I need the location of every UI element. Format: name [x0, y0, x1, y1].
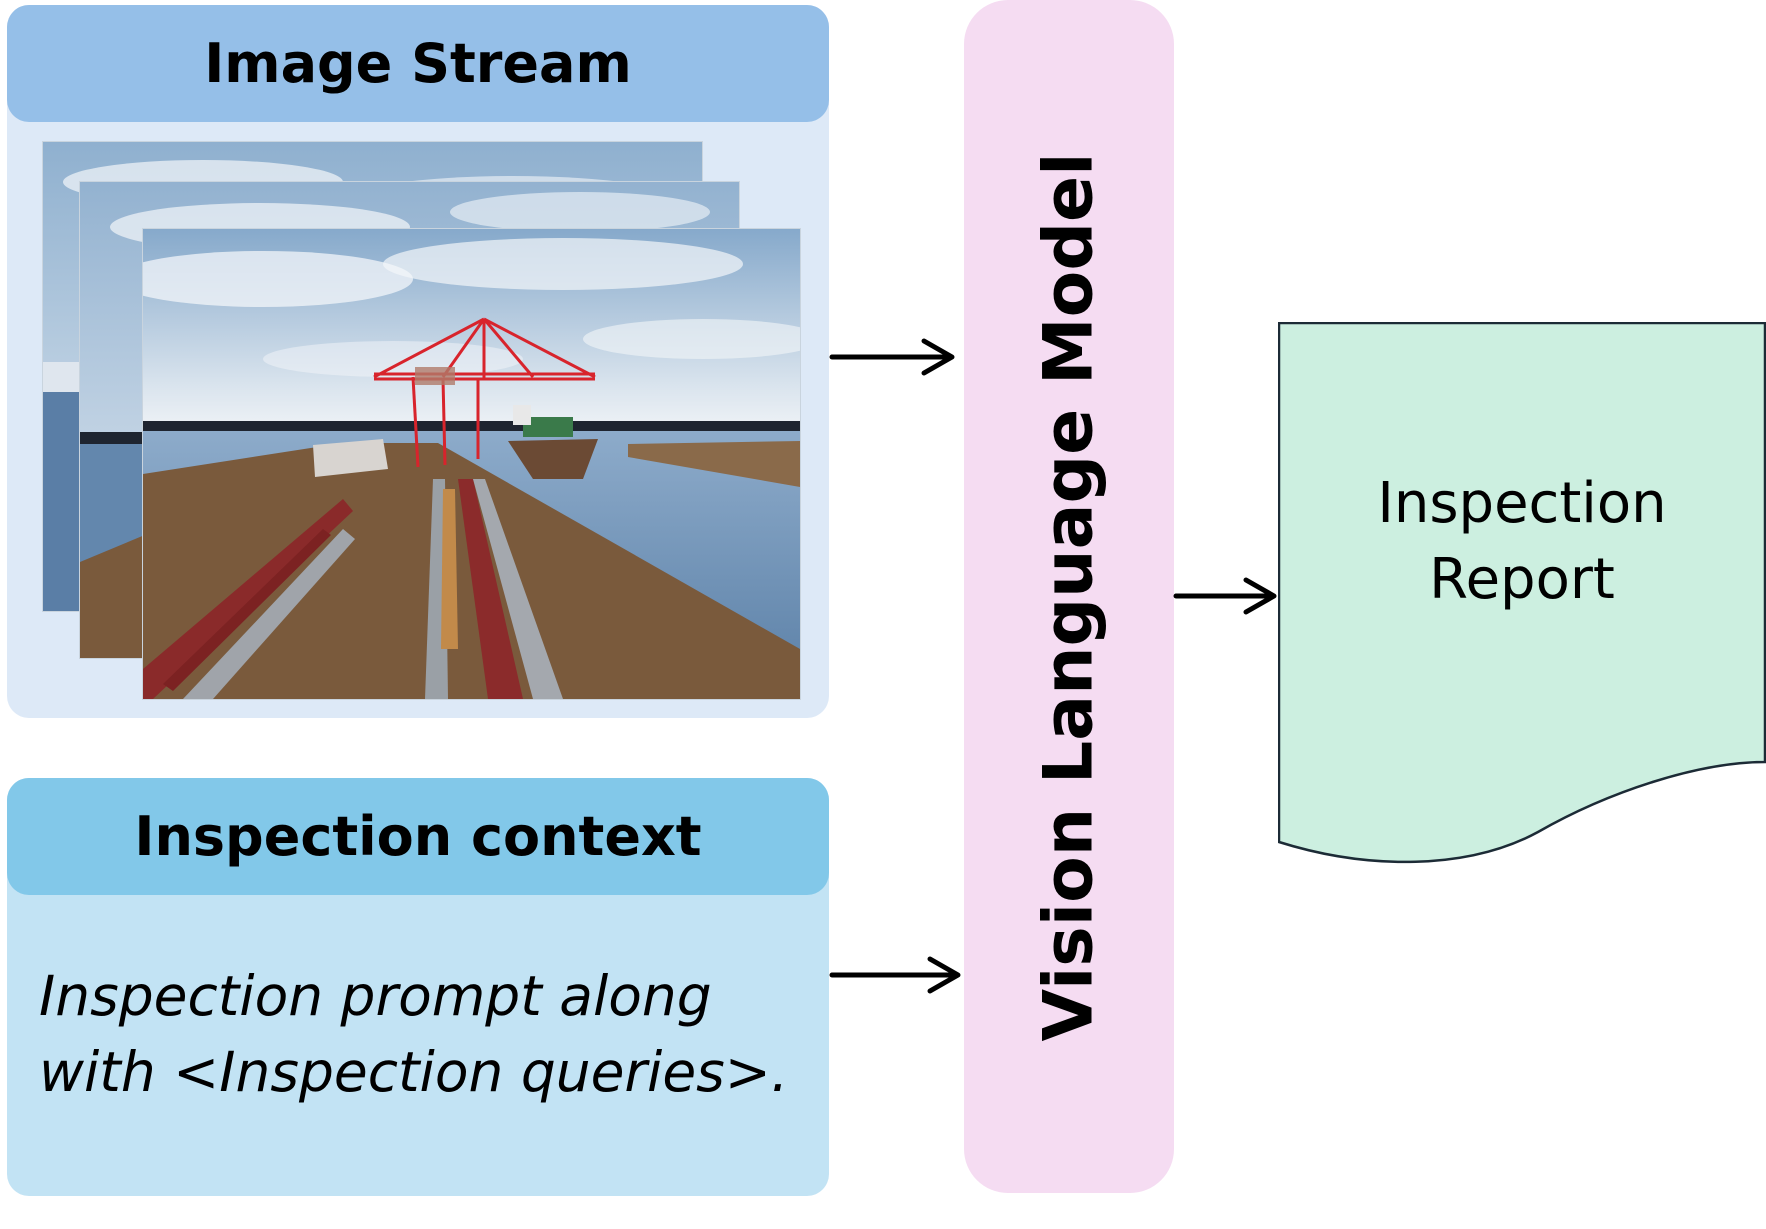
image-stream-title: Image Stream [204, 32, 632, 95]
arrow-stream-to-model [829, 338, 955, 376]
vision-language-model-block: Vision Language Model [964, 0, 1174, 1193]
inspection-report-line-1: Inspection [1377, 471, 1667, 536]
inspection-report-label: Inspection Report [1278, 466, 1766, 618]
inspection-report-line-2: Report [1429, 547, 1615, 612]
inspection-report-document [1278, 322, 1766, 864]
inspection-context-title: Inspection context [134, 805, 702, 868]
arrow-context-to-model [829, 956, 961, 994]
stream-frame-front [142, 228, 801, 700]
inspection-prompt-line-1: Inspection prompt along [39, 964, 712, 1028]
arrow-model-to-report [1173, 577, 1277, 615]
inspection-prompt-line-2: with <Inspection queries>. [39, 1040, 789, 1104]
image-stream-header: Image Stream [7, 5, 829, 122]
inspection-prompt-text: Inspection prompt along with <Inspection… [39, 958, 819, 1110]
inspection-context-panel: Inspection context Inspection prompt alo… [7, 778, 829, 1196]
inspection-context-header: Inspection context [7, 778, 829, 895]
